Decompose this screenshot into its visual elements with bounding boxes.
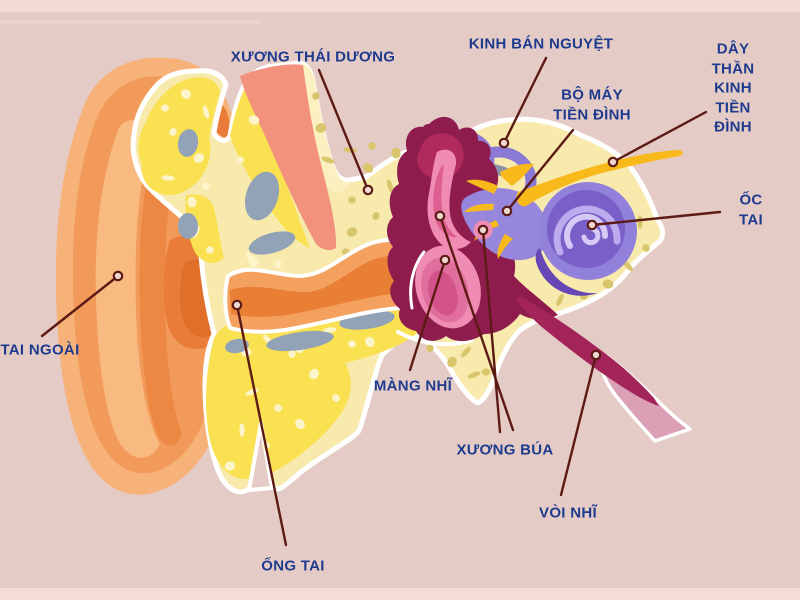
bone-bright-tongue — [185, 194, 224, 263]
bone-speckle — [461, 346, 471, 358]
bone-speckle — [372, 212, 380, 220]
bone-speckle — [365, 336, 375, 348]
leader-line-xuong-bua — [481, 228, 502, 434]
anchor-dot-bo-may-tien-dinh — [501, 205, 513, 217]
bone-speckle — [362, 163, 374, 173]
leader-line-ong-tai — [235, 303, 288, 547]
eustachian-tube-illustration — [516, 296, 692, 443]
anchor-dot-tai-ngoai — [112, 270, 124, 282]
bone-speckle — [239, 423, 245, 437]
leader-line-xuong-thai-duong — [317, 68, 370, 192]
bone-gray-blob — [248, 231, 296, 255]
bone-speckle — [482, 368, 490, 376]
bone-speckle — [224, 461, 236, 471]
bone-speckle — [187, 196, 197, 208]
eustachian-tube — [516, 296, 659, 406]
bone-speckle — [321, 156, 335, 164]
bone-speckle — [637, 215, 643, 229]
bone-speckle — [161, 104, 169, 112]
mastoid-notch — [247, 421, 274, 492]
bone-speckle — [169, 128, 177, 136]
bone-speckle — [467, 371, 481, 379]
bone-speckle — [447, 356, 457, 368]
leader-line-oc-tai — [590, 210, 722, 227]
anchor-dot-mang-nhi — [439, 254, 451, 266]
bone-speckle — [202, 105, 210, 119]
bone-speckle — [386, 179, 394, 193]
anchor-dot-xuong-bua — [434, 210, 446, 222]
leader-lines — [40, 56, 722, 547]
bone-speckle — [206, 246, 214, 254]
anchor-dot-xuong-bua — [477, 224, 489, 236]
ear-canal-core — [230, 255, 436, 317]
bone-speckle — [202, 182, 210, 190]
bone-speckle — [248, 115, 260, 125]
cochlea — [535, 182, 637, 296]
bone-speckle — [161, 175, 175, 181]
leader-line-tai-ngoai — [40, 274, 120, 338]
pinna-antihelix-fold — [139, 141, 182, 446]
bone-speckle — [288, 350, 296, 358]
leader-line-voi-nhi — [559, 353, 598, 497]
anchor-dot-oc-tai — [586, 219, 598, 231]
bone-gray-blob — [177, 129, 199, 157]
bone-gray-blob — [266, 330, 334, 352]
canal-wall-pale-band — [298, 64, 350, 193]
anchor-dot-xuong-thai-duong — [362, 184, 374, 196]
bone-gray-blob — [225, 338, 249, 354]
eardrum-white-edge — [409, 250, 426, 310]
bone-speckle — [274, 404, 282, 412]
leader-line-kinh-ban-nguyet — [502, 56, 548, 145]
bone-speckle — [391, 147, 401, 159]
leader-line-xuong-bua — [438, 214, 515, 432]
bone-speckle — [236, 156, 244, 164]
bone-speckle — [295, 418, 305, 430]
bone-bright-upper-lobe — [138, 77, 220, 196]
anchor-dot-kinh-ban-nguyet — [498, 137, 510, 149]
canal-wall-salmon-stripe — [240, 64, 337, 251]
bone-bright-strip — [230, 68, 310, 248]
bone-speckle — [315, 123, 327, 133]
anchor-dot-ong-tai — [231, 299, 243, 311]
bone-speckle — [346, 227, 358, 237]
bone-speckle — [309, 368, 319, 380]
bone-speckle — [332, 394, 340, 402]
leader-line-day-than-kinh-tien-dinh — [611, 110, 708, 164]
bone-speckle — [642, 244, 650, 252]
bone-speckle — [348, 196, 356, 204]
bone-speckle — [348, 340, 356, 348]
bone-speckle — [602, 279, 614, 289]
bone-speckle — [180, 89, 192, 99]
cochlea-dark-crescent — [535, 248, 598, 296]
bone-speckle — [193, 153, 205, 163]
anchor-dot-day-than-kinh-tien-dinh — [607, 156, 619, 168]
pinna-helix-highlight — [95, 120, 160, 458]
bone-gray-blob — [178, 213, 198, 239]
white-under-ossicles — [396, 330, 474, 347]
bone-speckle — [246, 251, 254, 265]
bone-speckle — [274, 260, 282, 268]
bone-speckle — [556, 293, 564, 307]
eardrum-illustration — [409, 149, 493, 329]
bone-speckle — [323, 327, 337, 333]
bone-speckle — [368, 142, 376, 150]
eardrum-deep — [428, 270, 458, 316]
leader-line-bo-may-tien-dinh — [505, 128, 575, 213]
bone-speckle — [622, 260, 634, 272]
bone-gray-blob — [244, 171, 280, 221]
bone-speckle — [312, 92, 320, 100]
bone-speckle — [426, 344, 434, 352]
leader-line-mang-nhi — [408, 258, 447, 372]
anchor-dot-voi-nhi — [590, 349, 602, 361]
